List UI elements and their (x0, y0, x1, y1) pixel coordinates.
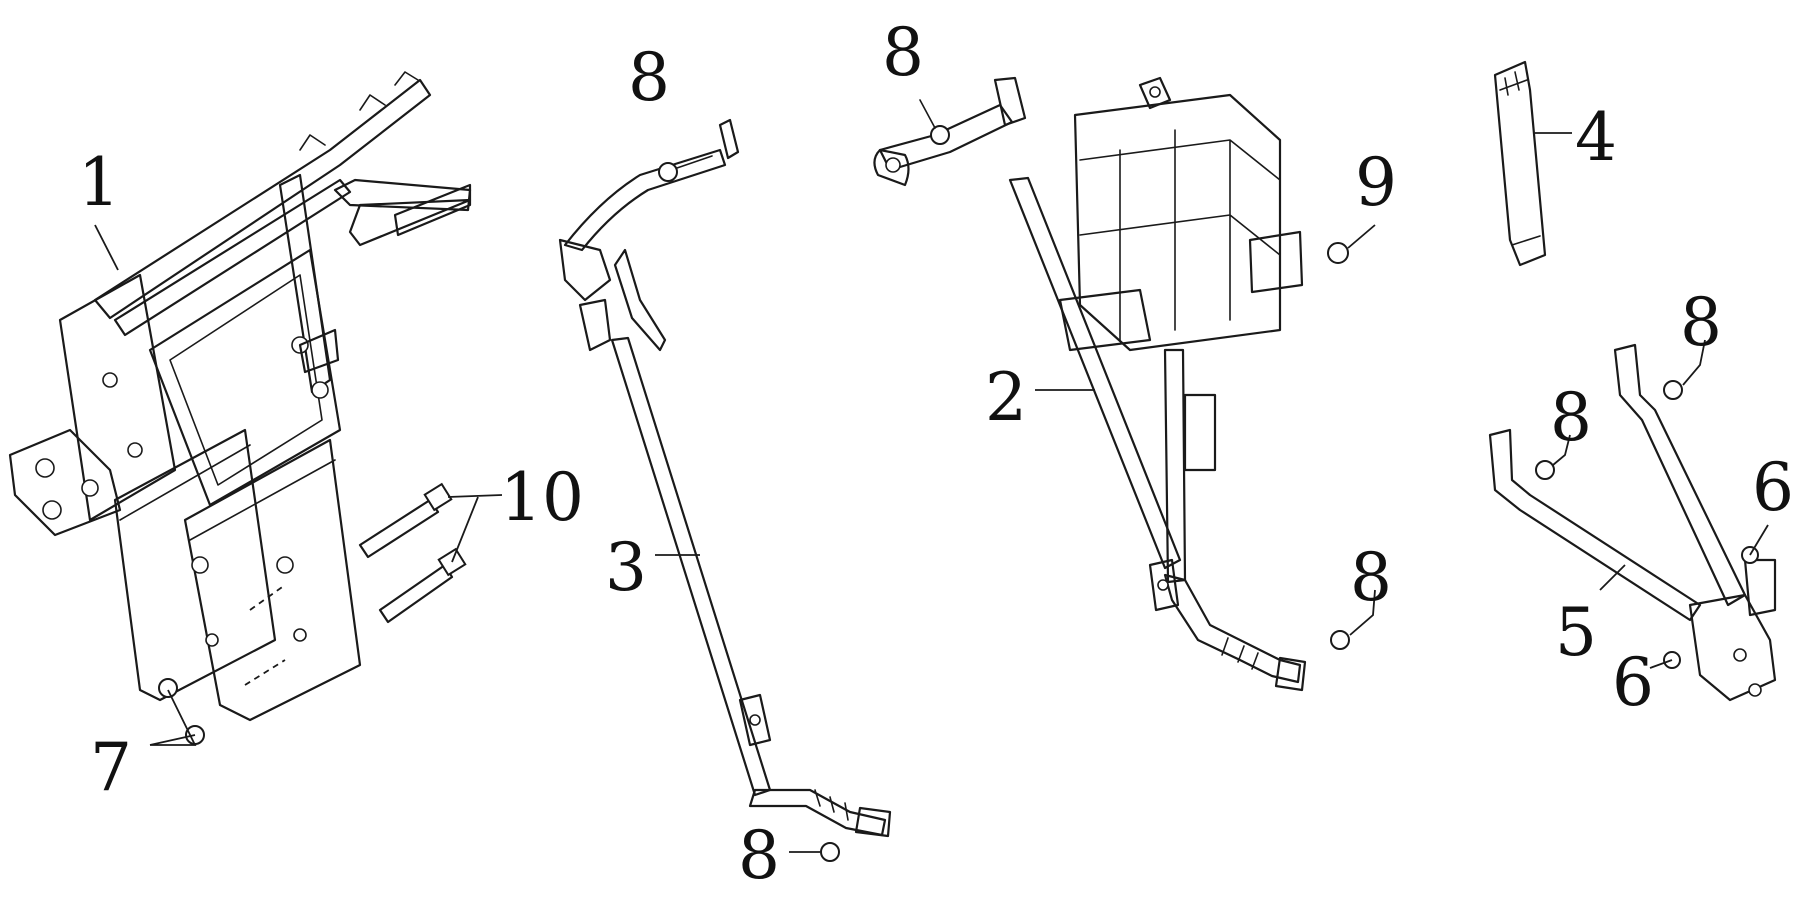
callout-1: 1 (78, 144, 120, 221)
callout-8-battery-lower: 8 (1350, 539, 1392, 616)
leader-lines (94, 132, 1769, 746)
callout-8-bottom-bar: 8 (738, 817, 780, 894)
callout-8-top-battery: 8 (882, 14, 924, 91)
callout-4: 4 (1575, 99, 1617, 176)
callout-9: 9 (1355, 144, 1397, 221)
fastener-8-c (789, 842, 840, 862)
callout-10: 10 (500, 459, 584, 536)
fastener-8-d (1330, 630, 1350, 650)
callout-2: 2 (985, 359, 1027, 436)
callout-8-rear-left: 8 (1550, 379, 1592, 456)
part-2-battery-frame (873, 76, 1307, 692)
fastener-9 (1327, 242, 1349, 264)
part-4-strap (1493, 60, 1547, 267)
callout-labels: 1 2 3 4 5 6 6 7 8 8 8 8 8 8 9 10 (78, 14, 1794, 894)
callout-6-lower: 6 (1612, 644, 1654, 721)
fastener-8-e (1663, 380, 1683, 400)
part-5-rear-frame (1488, 343, 1777, 702)
part-1-main-frame (8, 71, 472, 722)
bolt-10-set (244, 482, 467, 686)
callout-6-upper: 6 (1752, 449, 1794, 526)
fastener-8-b (919, 99, 950, 145)
callout-5: 5 (1555, 594, 1597, 671)
callout-3: 3 (605, 529, 647, 606)
fastener-8-a (658, 155, 713, 182)
callout-8-top-bar: 8 (628, 39, 670, 116)
fastener-8-f (1535, 460, 1555, 480)
callout-8-rear-upper: 8 (1680, 284, 1722, 361)
callout-7: 7 (90, 729, 132, 806)
part-3-side-bar (558, 118, 892, 838)
